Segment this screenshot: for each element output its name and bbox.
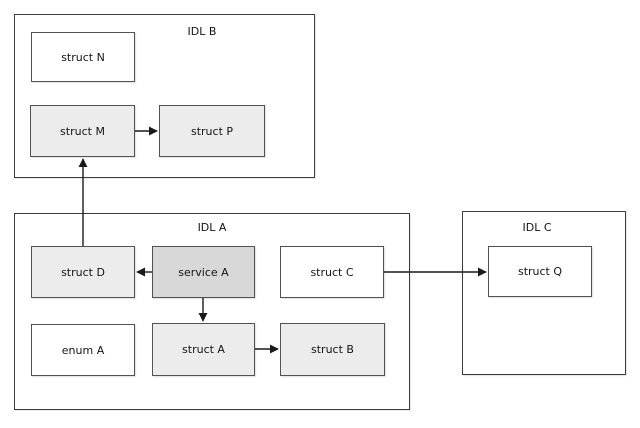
node-struct-n: struct N: [31, 32, 135, 82]
node-enum-a: enum A: [31, 324, 135, 376]
node-struct-q: struct Q: [488, 246, 592, 297]
node-struct-c: struct C: [280, 246, 384, 298]
node-struct-d: struct D: [31, 246, 135, 298]
node-service-a: service A: [152, 246, 255, 298]
node-struct-b: struct B: [280, 323, 385, 376]
container-idl-a-label: IDL A: [197, 221, 227, 234]
container-idl-b-label: IDL B: [187, 25, 217, 38]
node-struct-p: struct P: [159, 105, 265, 157]
node-struct-a: struct A: [152, 323, 255, 376]
container-idl-a: [14, 213, 410, 410]
container-idl-c-label: IDL C: [522, 221, 552, 234]
node-struct-m: struct M: [30, 105, 135, 157]
